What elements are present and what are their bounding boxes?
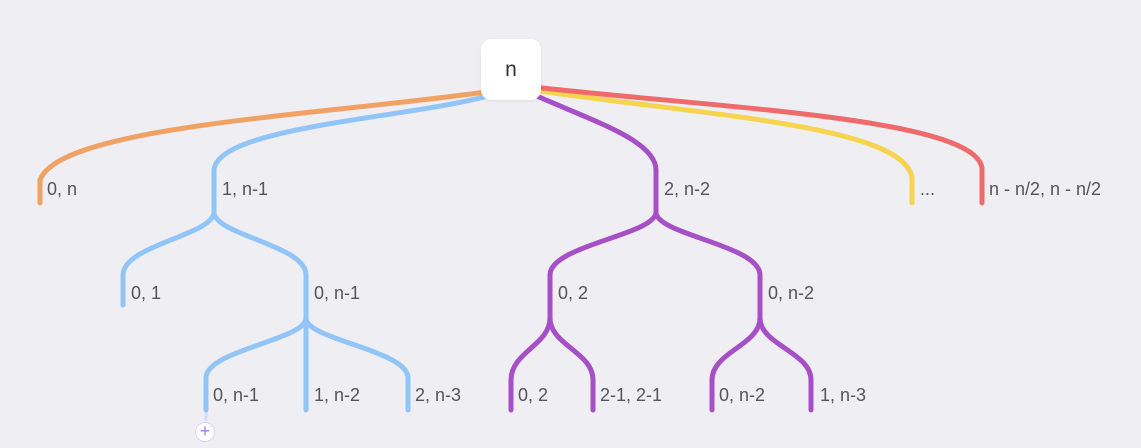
add-node-button[interactable]: + [195,422,215,442]
branch-purple-leaf-c [709,315,763,413]
node-leaf-2-n-3[interactable]: 2, n-3 [415,385,462,405]
node-0-1[interactable]: 0, 1 [131,283,162,303]
branch-yellow [530,87,915,206]
branch-purple-leaf-a [508,315,553,413]
branch-purple-0-2 [547,209,659,321]
node-leaf-0-2[interactable]: 0, 2 [518,385,549,405]
node-ellipsis[interactable]: ... [920,179,936,199]
node-leaf-2-1-2-1[interactable]: 2-1, 2-1 [600,385,663,405]
root-node[interactable]: n [481,39,541,100]
node-leaf-1-n-2[interactable]: 1, n-2 [314,385,361,405]
node-1-n-1[interactable]: 1, n-1 [222,179,269,199]
branch-purple [527,90,659,215]
branch-purple-leaf-d [757,315,814,413]
branch-blue-leaf-c [303,315,411,413]
branch-orange [37,87,503,206]
node-0-n[interactable]: 0, n [47,179,78,199]
branch-red [530,84,985,206]
plus-icon: + [199,421,211,441]
node-2-n-2[interactable]: 2, n-2 [664,179,711,199]
branch-blue-leaf-a [203,315,309,413]
node-0-n-2[interactable]: 0, n-2 [768,283,815,303]
node-leaf-1-n-3[interactable]: 1, n-3 [820,385,867,405]
node-0-n-1[interactable]: 0, n-1 [314,283,361,303]
branch-blue-0-n-1 [211,209,309,321]
node-n-half[interactable]: n - n/2, n - n/2 [989,179,1102,199]
node-leaf-0-n-2[interactable]: 0, n-2 [719,385,766,405]
branch-purple-leaf-b [547,315,596,413]
node-leaf-0-n-1[interactable]: 0, n-1 [213,385,260,405]
branch-blue-0-1 [120,209,217,308]
branch-blue [211,90,501,215]
node-0-2[interactable]: 0, 2 [558,283,589,303]
branch-purple-0-n-2 [653,209,763,321]
